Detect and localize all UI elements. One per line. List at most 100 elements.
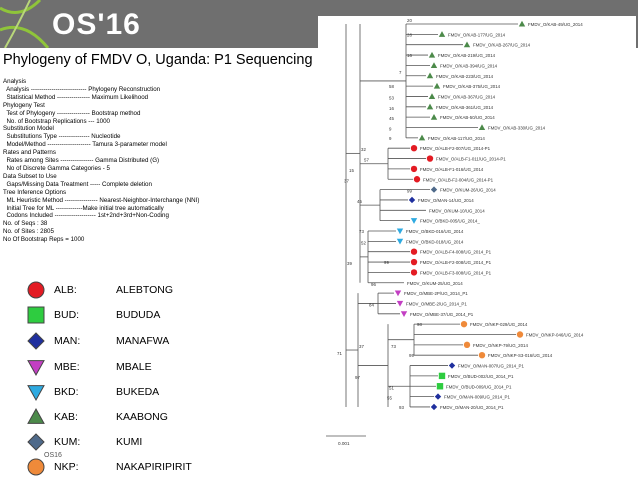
leaf-label: FMDV_O/ALB-F2-004/UG_2014-P1: [423, 177, 494, 182]
leaf-label: FMDV_O/MAN-007/UG_2014_P1: [458, 364, 524, 369]
legend-diamond-symbol: [27, 332, 45, 350]
bootstrap-value: 37: [344, 178, 349, 183]
bootstrap-value: 99: [384, 260, 389, 265]
leaf-marker-triangle-down: [410, 218, 418, 224]
analysis-line: Analysis: [3, 78, 27, 85]
leaf-marker-circle: [516, 331, 524, 338]
legend-row: KUM:KUMI: [0, 432, 320, 454]
legend-code: ALB:: [54, 284, 77, 296]
leaf-marker-triangle-down: [396, 228, 404, 235]
leaf-marker-triangle-up: [426, 103, 434, 110]
legend-code: KAB:: [54, 411, 78, 423]
leaf-label: FMDV_O/BUD-002/UG_2014_P1: [448, 374, 514, 379]
bootstrap-value: 9: [389, 127, 392, 132]
leaf-label: FMDV_O/MBE-37/UG_2014_P1: [410, 312, 474, 317]
leaf-marker-circle: [478, 352, 486, 359]
footer-label: OS16: [44, 452, 62, 459]
leaf-marker-triangle-down: [396, 300, 404, 307]
bootstrap-value: 57: [364, 158, 369, 163]
leaf-marker-circle: [410, 165, 418, 173]
bootstrap-value: 9: [389, 136, 392, 141]
bootstrap-value: 37: [359, 344, 364, 349]
analysis-line: Phylogeny Test: [3, 101, 45, 109]
analysis-line: Initial Tree for ML -------------Make in…: [3, 204, 164, 212]
leaf-marker-circle: [410, 248, 418, 255]
analysis-line: Analysis --------------------------- Phy…: [3, 85, 161, 93]
legend-location-name: BUKEDA: [116, 386, 160, 398]
leaf-label: FMDV_O/MBE-2P/UG_2014_P1: [404, 291, 468, 296]
leaf-marker-diamond: [434, 393, 442, 400]
leaf-label: FMDV_O/KUM-26/UG_2014: [440, 188, 496, 193]
conference-logo: OS'16: [52, 8, 141, 41]
analysis-line: ML Heuristic Method ---------------- Nea…: [3, 196, 200, 204]
legend-row: NKP:NAKAPIRIPIRIT: [0, 457, 320, 479]
legend-location-name: NAKAPIRIPIRIT: [116, 461, 192, 473]
leaf-marker-circle: [413, 176, 421, 183]
leaf-marker-circle: [460, 320, 468, 328]
bootstrap-value: 52: [361, 240, 366, 245]
analysis-line: Rates among Sites ---------------- Gamma…: [3, 157, 160, 165]
legend-code: MBE:: [54, 361, 80, 373]
leaf-label: FMDV_O/NKP-79/UG_2014: [473, 343, 528, 348]
bootstrap-value: 93: [399, 405, 404, 410]
leaf-marker-triangle-down: [400, 311, 408, 317]
leaf-label: FMDV_O/KAB-267/UG_2014: [473, 43, 531, 48]
leaf-marker-triangle-down: [394, 290, 402, 297]
bootstrap-value: 98: [417, 322, 422, 327]
bootstrap-value: 45: [389, 116, 394, 121]
leaf-marker-triangle-up: [428, 93, 436, 100]
bootstrap-value: 15: [349, 168, 354, 173]
bootstrap-value: 7: [399, 70, 402, 75]
legend-location-name: BUDUDA: [116, 309, 161, 321]
leaf-marker-circle: [410, 145, 418, 152]
leaf-label: FMDV_O/KAB-367/UG_2014: [438, 94, 496, 99]
bootstrap-value: 97: [355, 375, 360, 380]
leaf-label: FMDV_O/KUM-10/UG_2014: [429, 208, 485, 213]
analysis-line: Substitutions Type --------------- Nucle…: [3, 133, 121, 141]
leaf-label: FMDV_O/KAB-177/UG_2014: [448, 32, 506, 37]
leaf-marker-triangle-up: [433, 82, 441, 89]
leaf-marker-circle: [463, 341, 471, 349]
leaf-label: FMDV_O/MAN-20/UG_2014_P1: [440, 405, 504, 410]
leaf-label: FMDV_O/KUM-25/UG_2014: [407, 281, 463, 286]
legend-row: ALB:ALEBTONG: [0, 280, 320, 302]
leaf-label: FMDV_O/KAB-223/UG_2014: [436, 74, 494, 79]
leaf-marker-triangle-up: [518, 20, 526, 27]
leaf-label: FMDV_O/ALB-F2-007/UG_2014-P1: [420, 146, 491, 151]
leaf-label: FMDV_O/KAB-50/UG_2014: [440, 115, 495, 120]
leaf-marker-triangle-up: [418, 134, 426, 141]
analysis-line: No Of Bootstrap Reps = 1000: [3, 236, 85, 244]
leaf-marker-circle: [410, 269, 418, 276]
bootstrap-value: 16: [407, 53, 412, 58]
analysis-line: Test of Phylogeny ---------------- Boots…: [3, 109, 141, 117]
legend-row: KAB: KAABONG: [0, 407, 320, 429]
leaf-label: FMDV_O/NKP-046/UG_2014: [526, 333, 584, 338]
scale-label: 0.001: [338, 441, 350, 446]
bootstrap-value: 71: [337, 351, 342, 356]
leaf-marker-triangle-up: [438, 31, 446, 37]
leaf-marker-triangle-up: [428, 51, 436, 58]
leaf-marker-circle: [426, 155, 434, 162]
leaf-label: FMDV_O/MAN-14/UG_2014: [418, 198, 474, 203]
leaf-label: FMDV_O/KAB-361/UG_2014: [436, 105, 494, 110]
analysis-parameters: Analysis Analysis ----------------------…: [3, 78, 199, 244]
analysis-line: Gaps/Missing Data Treatment ----- Comple…: [3, 180, 152, 188]
legend-location-name: KAABONG: [116, 411, 168, 423]
bootstrap-value: 28: [407, 32, 412, 37]
leaf-label: FMDV_O/ALB-F2-008/UG_2014_P1: [420, 260, 492, 265]
legend-triangle-down-symbol: [27, 385, 45, 402]
bootstrap-value: 39: [347, 261, 352, 266]
bootstrap-value: 53: [389, 95, 394, 100]
leaf-marker-diamond: [430, 186, 438, 193]
leaf-marker-triangle-up: [430, 62, 438, 68]
leaf-label: FMDV_O/NKP-029/UG_2014: [470, 322, 528, 327]
leaf-marker-diamond: [448, 362, 456, 369]
leaf-label: FMDV_O/BKD-005/UG_2014_: [420, 219, 480, 224]
analysis-line: No of Discrete Gamma Categories - 5: [3, 164, 110, 172]
legend-code: BUD:: [54, 309, 80, 321]
leaf-label: FMDV_O/NKP-S3-016/UG_2014: [488, 353, 553, 358]
bootstrap-value: 99: [409, 353, 414, 358]
leaf-marker-circle: [410, 258, 418, 266]
